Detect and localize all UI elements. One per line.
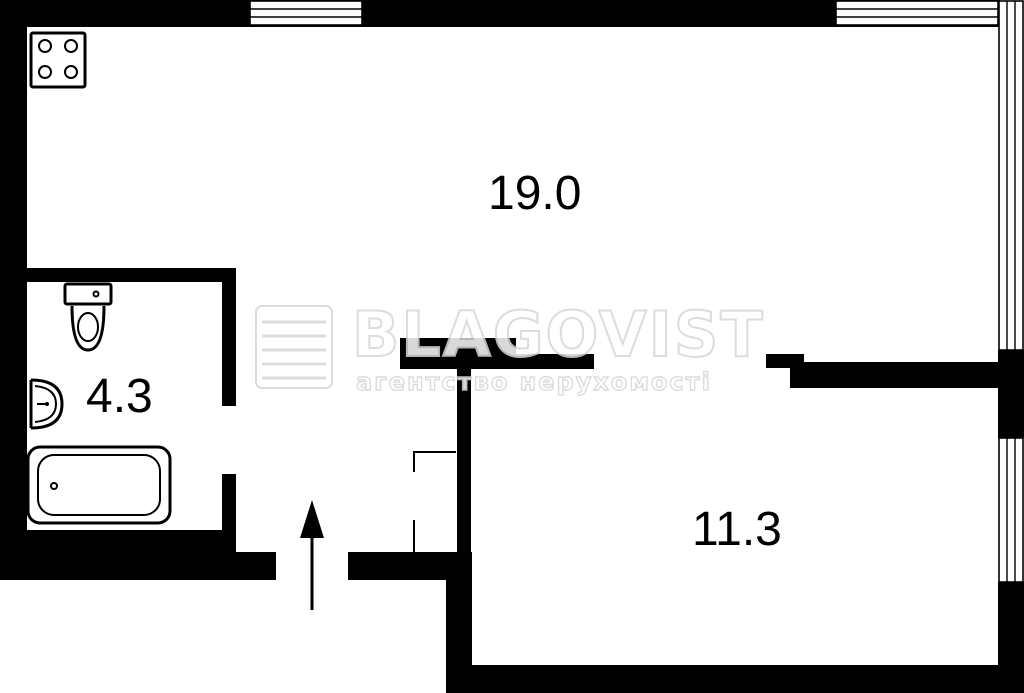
left-wall: [0, 0, 27, 580]
sink-icon: [29, 378, 64, 430]
bottom-left-wall: [0, 530, 236, 580]
right-wall-low: [998, 582, 1024, 693]
living-room-area-label: 19.0: [488, 167, 581, 220]
window-top-left: [249, 0, 363, 26]
entrance-arrow-icon: [300, 500, 324, 610]
door-frame-bedroom: [413, 451, 456, 552]
bottom-left-wall-stub: [236, 552, 276, 580]
top-wall: [0, 0, 1000, 27]
watermark-brand: BLAGOVIST: [352, 298, 765, 371]
watermark: BLAGOVIST агентство нерухомості: [255, 297, 765, 397]
bathroom-top-wall: [27, 268, 236, 282]
window-right-lower: [998, 437, 1024, 583]
window-right-upper: [998, 0, 1024, 351]
watermark-logo-icon: [255, 305, 333, 389]
bathroom-right-wall-upper: [222, 268, 236, 406]
bathroom-area-label: 4.3: [86, 370, 153, 423]
watermark-tagline: агентство нерухомості: [356, 368, 712, 396]
stove-icon: [29, 31, 87, 89]
bedroom-top-wall-stub: [766, 354, 804, 368]
right-wall-mid: [998, 350, 1024, 438]
bedroom-area-label: 11.3: [692, 503, 782, 556]
bathtub-icon: [26, 445, 172, 525]
bedroom-left-wall: [457, 354, 471, 554]
bedroom-bottom-wall: [446, 665, 1024, 693]
window-top-right: [835, 0, 999, 26]
partition-top-extension: [400, 354, 594, 369]
toilet-icon: [63, 282, 113, 352]
bedroom-top-wall: [790, 362, 1024, 388]
bathroom-right-wall-lower: [222, 474, 236, 554]
